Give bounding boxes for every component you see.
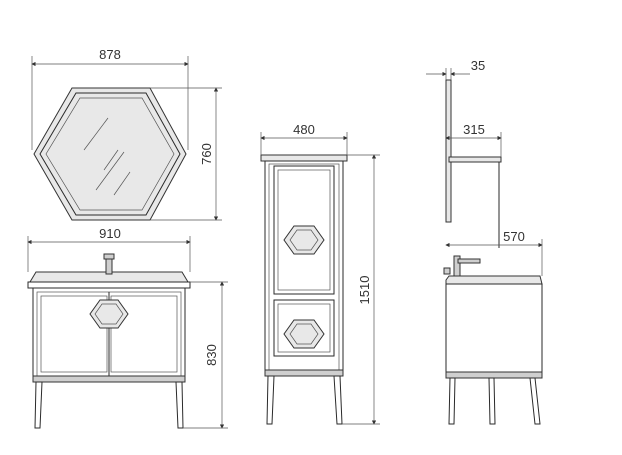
tall-width-dimension: 480: [260, 122, 348, 155]
side-mirror-depth-dimension: 35: [426, 58, 485, 80]
side-top-depth-dimension: 315: [445, 122, 502, 157]
vanity-cabinet-front: [27, 253, 191, 429]
side-top-depth-label: 315: [463, 122, 485, 137]
tall-height-dimension: 1510: [342, 154, 380, 425]
tall-height-label: 1510: [357, 276, 372, 305]
mirror-height-dimension: 760: [150, 87, 222, 221]
cabinet-height-dimension: 830: [183, 281, 228, 429]
cabinet-width-dimension: 910: [27, 226, 191, 272]
mirror-width-dimension: 878: [31, 47, 189, 150]
cabinet-width-label: 910: [99, 226, 121, 241]
hexagon-mirror: [33, 87, 187, 221]
mirror-height-label: 760: [199, 143, 214, 165]
tall-width-label: 480: [293, 122, 315, 137]
side-view: [443, 79, 543, 425]
side-mirror-depth-label: 35: [471, 58, 485, 73]
side-cabinet-depth-dimension: 570: [445, 229, 543, 276]
mirror-width-label: 878: [99, 47, 121, 62]
cabinet-height-label: 830: [204, 344, 219, 366]
tall-cabinet-front: [260, 154, 348, 425]
side-cabinet-depth-label: 570: [503, 229, 525, 244]
